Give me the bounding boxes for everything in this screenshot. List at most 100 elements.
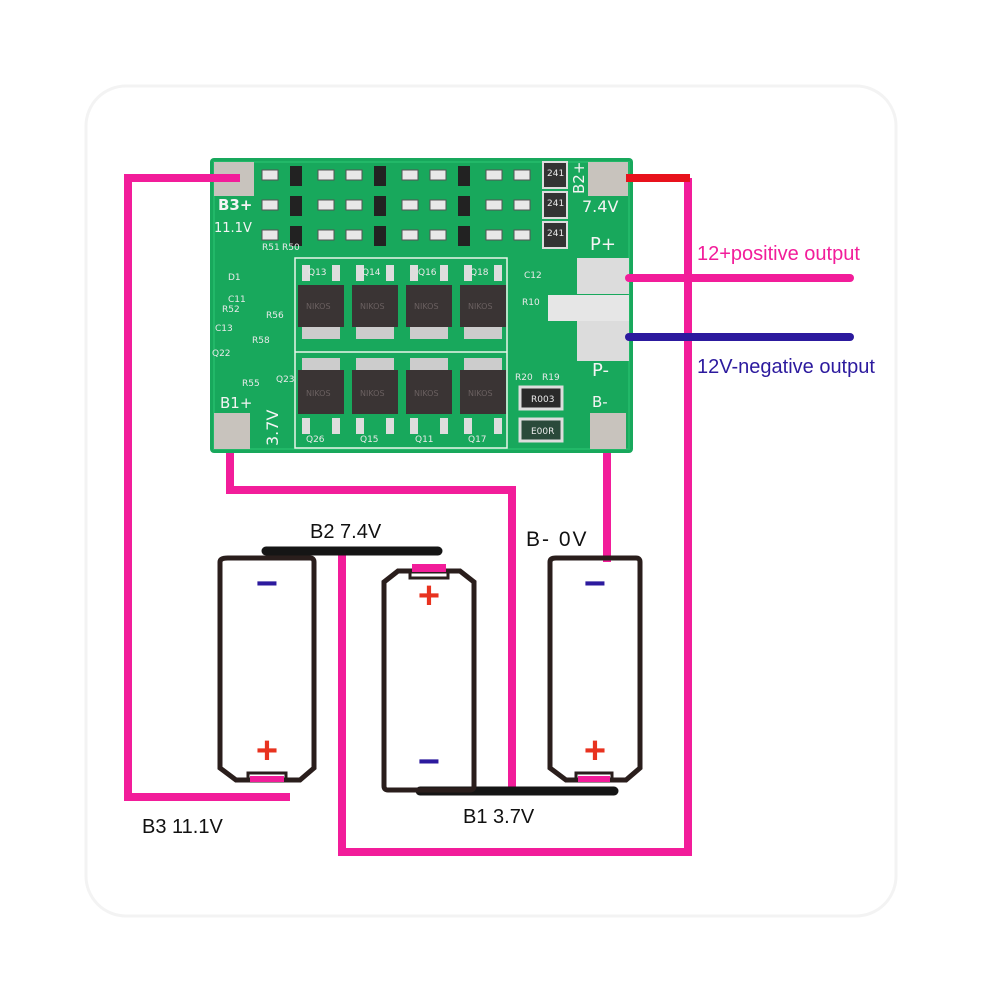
mosfet-marking: NIKOS: [360, 389, 385, 398]
smd-component: [261, 169, 279, 181]
ic-chip: [290, 166, 302, 186]
mosfet: NIKOS: [406, 265, 452, 339]
mosfet: NIKOS: [352, 265, 398, 339]
minus-sign: −: [256, 563, 278, 605]
minus-sign: −: [584, 563, 606, 605]
smd-component: [345, 199, 363, 211]
resistor-241: [542, 191, 568, 219]
smd-component: [401, 199, 419, 211]
label-p-minus: P-: [592, 360, 609, 381]
smd-component: [485, 229, 503, 241]
positive-output-label: 12+positive output: [697, 243, 860, 265]
mosfet-marking: NIKOS: [360, 302, 385, 311]
ic-chip: [374, 226, 386, 246]
resistor-241: [542, 161, 568, 189]
silkscreen-label: Q14: [362, 268, 381, 278]
mosfet-marking: NIKOS: [306, 302, 331, 311]
resistor-241: [542, 221, 568, 249]
silkscreen-label: R50: [282, 243, 300, 253]
smd-component: [261, 229, 279, 241]
silkscreen-label: R52: [222, 305, 240, 315]
silkscreen-label: C13: [215, 324, 233, 334]
silkscreen-label: R51: [262, 243, 280, 253]
plus-sign: +: [256, 730, 278, 772]
mosfet-array: NIKOS NIKOS NIKOS NIKOS NIKOS NIKOS NIKOS NIKOS: [298, 265, 506, 434]
mosfet: NIKOS: [406, 358, 452, 434]
smd-component: [513, 229, 531, 241]
mosfet: NIKOS: [460, 265, 506, 339]
smd-component: [345, 169, 363, 181]
silkscreen-label: R56: [266, 311, 284, 321]
pad-p-plus[interactable]: [577, 258, 629, 294]
mosfet: NIKOS: [352, 358, 398, 434]
smd-component: [485, 169, 503, 181]
pad-b1-plus[interactable]: [214, 413, 250, 449]
silkscreen-label: D1: [228, 273, 241, 283]
wire-b2-plus[interactable]: [338, 178, 692, 856]
battery-3: [547, 555, 643, 783]
batteries: [217, 555, 643, 793]
mosfet-marking: NIKOS: [414, 302, 439, 311]
pad-p-bridge: [548, 295, 629, 321]
silkscreen-label: Q15: [360, 435, 379, 445]
silkscreen-label: Q18: [470, 268, 489, 278]
mosfet-marking: NIKOS: [468, 389, 493, 398]
label-b2-plus: B2+: [570, 162, 588, 194]
resistor-code: E00R: [531, 427, 554, 437]
resistor-code: 241: [547, 229, 564, 239]
silkscreen-label: Q11: [415, 435, 434, 445]
silkscreen-label: R10: [522, 298, 540, 308]
smd-component: [513, 169, 531, 181]
pad-b-minus[interactable]: [590, 413, 626, 449]
label-b2-voltage: 7.4V: [582, 197, 618, 216]
silkscreen-label: Q13: [308, 268, 327, 278]
mosfet-marking: NIKOS: [306, 389, 331, 398]
b2-label: B2 7.4V: [310, 521, 382, 543]
ic-chip: [374, 166, 386, 186]
silkscreen-label: Q17: [468, 435, 487, 445]
ic-chip: [290, 226, 302, 246]
mosfet: NIKOS: [460, 358, 506, 434]
label-b1-voltage: 3.7V: [263, 410, 282, 446]
plus-sign: +: [418, 575, 440, 617]
wire-b3-plus[interactable]: [124, 174, 290, 801]
smd-component: [401, 169, 419, 181]
label-p-plus: P+: [590, 234, 616, 255]
pad-p-minus[interactable]: [577, 321, 629, 361]
smd-component: [345, 229, 363, 241]
b1-label: B1 3.7V: [463, 806, 535, 828]
smd-component: [429, 199, 447, 211]
silkscreen-label: R58: [252, 336, 270, 346]
wire-b1-plus[interactable]: [226, 453, 516, 790]
plus-sign: +: [584, 730, 606, 772]
silkscreen-label: Q23: [276, 375, 295, 385]
silkscreen-label: R20: [515, 373, 533, 383]
smd-component: [485, 199, 503, 211]
silkscreen-label: Q22: [212, 349, 231, 359]
label-b3-voltage: 11.1V: [214, 221, 252, 236]
silkscreen-label: R19: [542, 373, 560, 383]
battery-2: [381, 568, 477, 793]
mosfet: NIKOS: [298, 358, 344, 434]
smd-component: [317, 199, 335, 211]
negative-output-label: 12V-negative output: [697, 356, 875, 378]
b3-label: B3 11.1V: [142, 816, 223, 838]
silkscreen-label: C12: [524, 271, 542, 281]
label-b-minus: B-: [592, 393, 608, 411]
polarity-marks: − + + − − +: [256, 563, 606, 783]
silkscreen-label: Q26: [306, 435, 325, 445]
mosfet-marking: NIKOS: [468, 302, 493, 311]
battery-1: [217, 555, 317, 783]
pad-b2-plus[interactable]: [588, 162, 628, 196]
minus-sign: −: [418, 741, 440, 783]
sense-resistor: [518, 417, 564, 443]
smd-component: [317, 229, 335, 241]
ic-chip: [458, 226, 470, 246]
background-frame: [84, 84, 898, 918]
ic-chip: [458, 196, 470, 216]
